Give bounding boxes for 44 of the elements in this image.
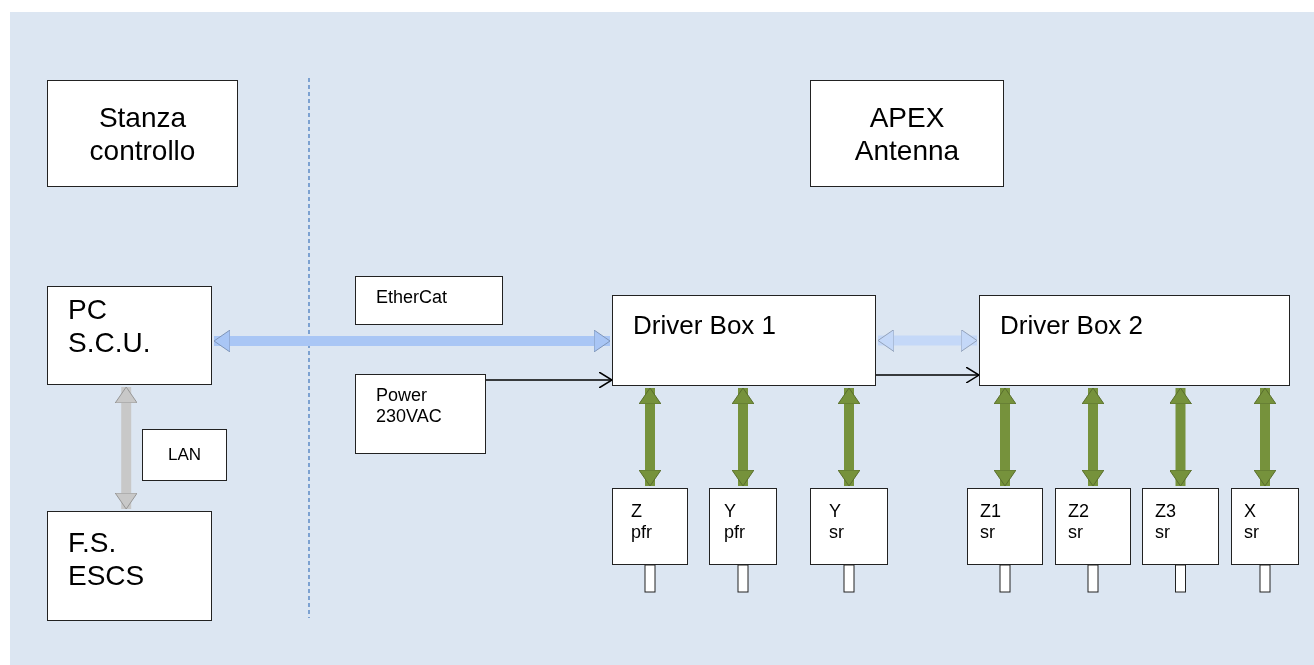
node-text: PC S.C.U. [68, 293, 152, 360]
node-text: APEX Antenna [853, 100, 961, 167]
node-text: LAN [166, 445, 203, 465]
motor-box [810, 488, 888, 565]
node-text: Z2 sr [1068, 501, 1090, 544]
motor-box [709, 488, 777, 565]
process-box [979, 295, 1290, 386]
node-text: Z pfr [631, 501, 653, 544]
double-arrow [837, 387, 861, 487]
node-text: Z3 sr [1155, 501, 1177, 544]
double-arrow [1081, 387, 1105, 487]
process-box [612, 295, 876, 386]
node-text: F.S. ESCS [68, 526, 146, 593]
node-text: X sr [1244, 501, 1260, 544]
node-text: Power 230VAC [376, 385, 443, 428]
motor-box [1231, 488, 1299, 565]
motor-box [967, 488, 1043, 565]
double-arrow [114, 386, 138, 510]
double-arrow [877, 329, 978, 352]
process-box [47, 80, 238, 187]
label-box [142, 429, 227, 481]
arrow [875, 366, 980, 384]
label-box [355, 276, 503, 325]
double-arrow [993, 387, 1017, 487]
node-text: EtherCat [376, 287, 449, 309]
motor-box [612, 488, 688, 565]
label-box [355, 374, 486, 454]
node-text: Y pfr [724, 501, 746, 544]
double-arrow [638, 387, 662, 487]
motor-box [1055, 488, 1131, 565]
double-arrow [213, 329, 611, 353]
node-text: Z1 sr [980, 501, 1002, 544]
process-box [47, 286, 212, 385]
double-arrow [1169, 387, 1192, 487]
node-text: Driver Box 1 [633, 310, 778, 341]
double-arrow [731, 387, 755, 487]
motor-box [1142, 488, 1219, 565]
double-arrow [1253, 387, 1277, 487]
process-box [47, 511, 212, 621]
process-box [810, 80, 1004, 187]
arrow [485, 371, 613, 389]
node-text: Driver Box 2 [1000, 310, 1145, 341]
node-text: Stanza controllo [88, 100, 197, 167]
node-text: Y sr [829, 501, 845, 544]
